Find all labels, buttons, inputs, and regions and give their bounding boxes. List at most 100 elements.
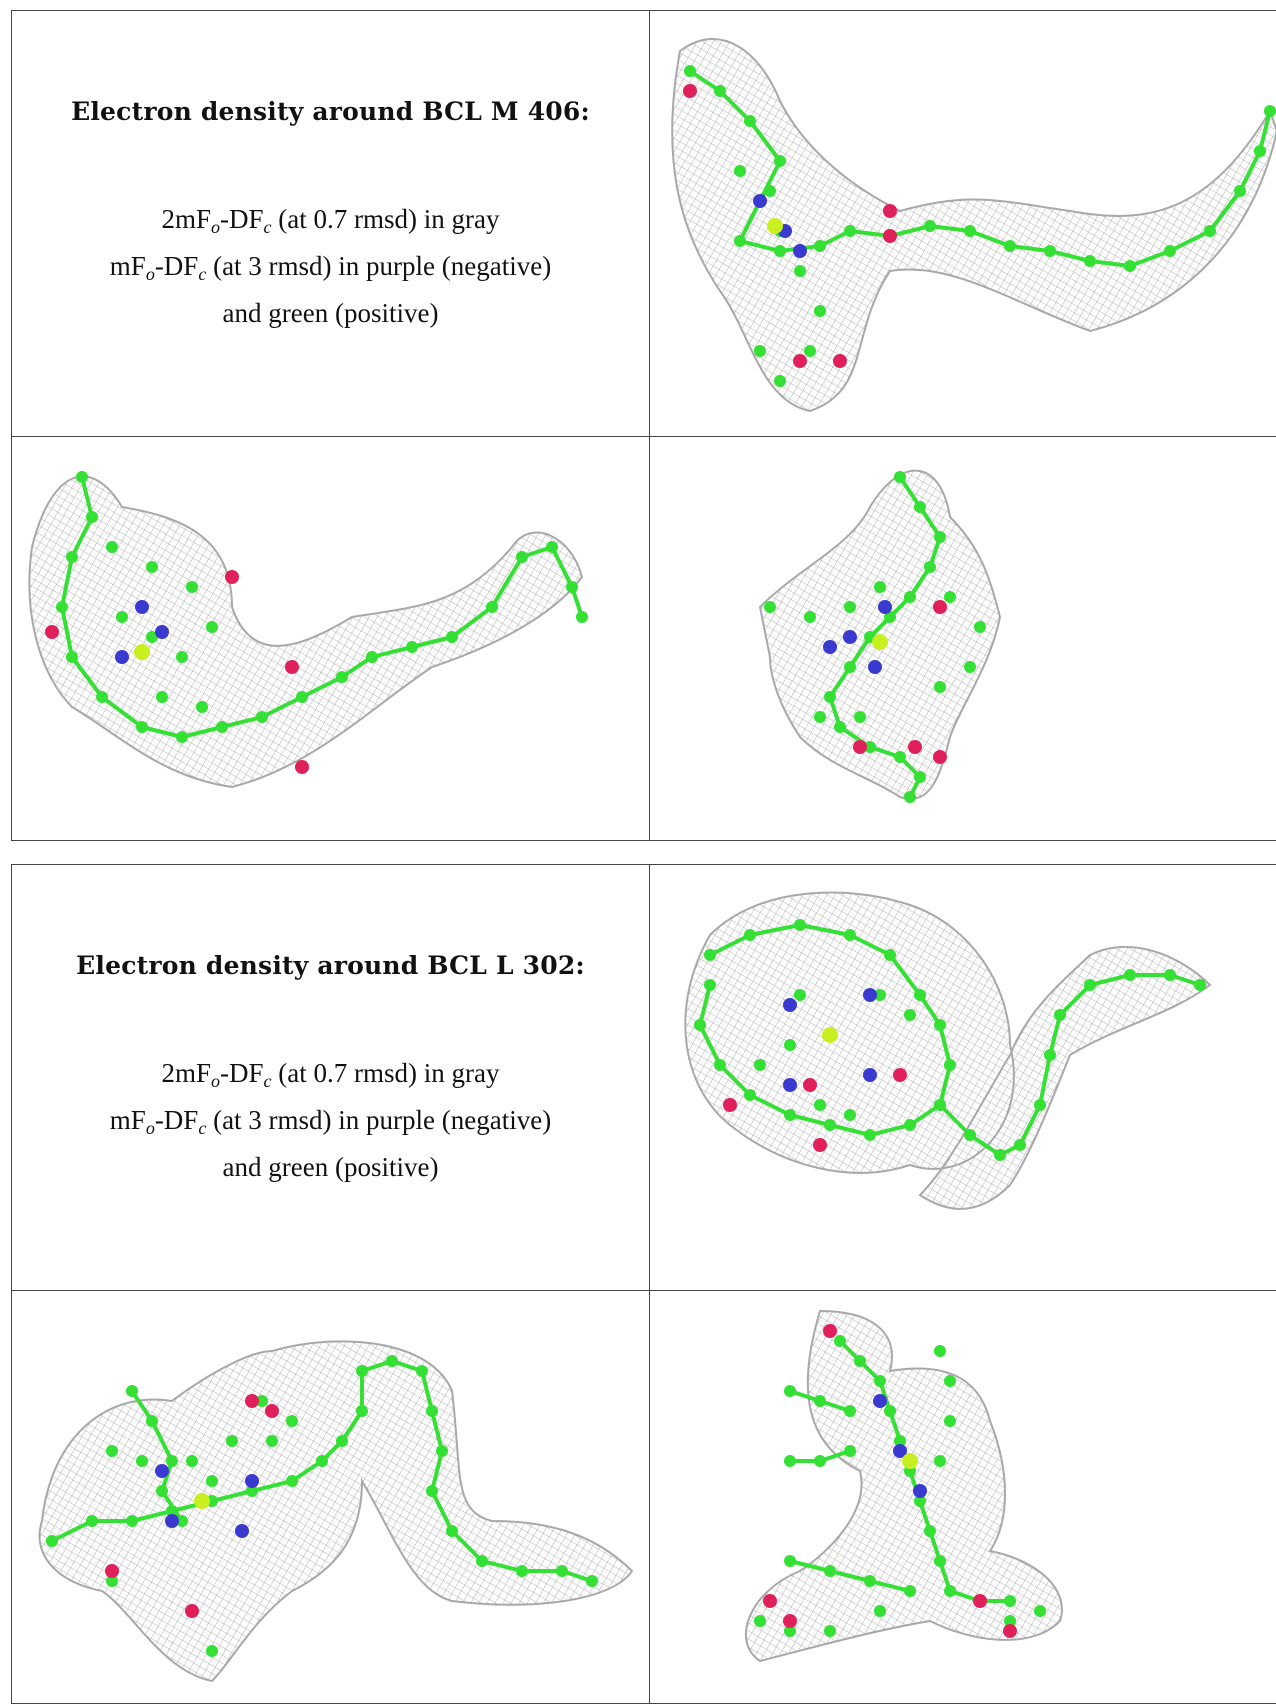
carbon-atom (576, 611, 588, 623)
density-map-image (758, 469, 1002, 803)
nitrogen-atom (783, 998, 797, 1012)
carbon-atom (894, 751, 906, 763)
oxygen-atom (185, 1604, 199, 1618)
carbon-atom (446, 631, 458, 643)
carbon-atom (146, 1415, 158, 1427)
nitrogen-atom (793, 244, 807, 258)
carbon-atom (734, 165, 746, 177)
oxygen-atom (853, 740, 867, 754)
carbon-atom (256, 1395, 268, 1407)
carbon-atom (824, 1119, 836, 1131)
oxygen-atom (933, 750, 947, 764)
carbon-atom (894, 1435, 906, 1447)
carbon-atom (774, 245, 786, 257)
carbon-atom (934, 1455, 946, 1467)
oxygen-atom (723, 1098, 737, 1112)
carbon-atom (934, 1555, 946, 1567)
carbon-atom (76, 471, 88, 483)
carbon-atom (824, 1625, 836, 1637)
panel-bcl-m406-view-1 (650, 11, 1276, 436)
carbon-atom (586, 1575, 598, 1587)
carbon-atom (904, 1585, 916, 1597)
carbon-atom (96, 691, 108, 703)
carbon-atom (546, 541, 558, 553)
carbon-atom (116, 611, 128, 623)
carbon-atom (844, 1405, 856, 1417)
carbon-atom (944, 1415, 956, 1427)
carbon-atom (924, 220, 936, 232)
carbon-atom (904, 591, 916, 603)
oxygen-atom (1003, 1624, 1017, 1638)
carbon-atom (824, 1565, 836, 1577)
carbon-atom (884, 611, 896, 623)
carbon-atom (884, 1405, 896, 1417)
carbon-atom (914, 1495, 926, 1507)
carbon-atom (964, 225, 976, 237)
carbon-atom (834, 721, 846, 733)
carbon-atom (66, 651, 78, 663)
carbon-atom (1264, 105, 1276, 117)
desc-line-3: and green (positive) (222, 1152, 439, 1182)
carbon-atom (86, 1515, 98, 1527)
carbon-atom (824, 691, 836, 703)
nitrogen-atom (155, 625, 169, 639)
carbon-atom (516, 551, 528, 563)
density-mesh (671, 38, 1276, 413)
bcl-l302-table: Electron density around BCL L 302: 2mFo-… (11, 864, 1276, 1704)
carbon-atom (1034, 1605, 1046, 1617)
carbon-atom (794, 265, 806, 277)
carbon-atom (694, 1019, 706, 1031)
carbon-atom (516, 1565, 528, 1577)
carbon-atom (944, 1059, 956, 1071)
density-mesh (38, 1340, 634, 1683)
carbon-atom (844, 225, 856, 237)
carbon-atom (744, 929, 756, 941)
oxygen-atom (833, 354, 847, 368)
carbon-atom (126, 1385, 138, 1397)
carbon-atom (186, 1455, 198, 1467)
oxygen-atom (883, 229, 897, 243)
carbon-atom (704, 979, 716, 991)
carbon-atom (794, 919, 806, 931)
carbon-atom (1234, 185, 1246, 197)
density-map-image (671, 38, 1276, 413)
oxygen-atom (813, 1138, 827, 1152)
carbon-atom (874, 1375, 886, 1387)
carbon-atom (1124, 969, 1136, 981)
carbon-atom (1004, 1595, 1016, 1607)
carbon-atom (934, 1019, 946, 1031)
oxygen-atom (683, 84, 697, 98)
carbon-atom (226, 1435, 238, 1447)
oxygen-atom (225, 570, 239, 584)
carbon-atom (854, 711, 866, 723)
carbon-atom (66, 551, 78, 563)
carbon-atom (854, 1355, 866, 1367)
carbon-atom (176, 651, 188, 663)
bcl-m406-caption: Electron density around BCL M 406: 2mFo-… (12, 11, 649, 436)
panel-bcl-l302-view-2 (12, 1291, 649, 1704)
desc-line-2: mFo-DFc (at 3 rmsd) in purple (negative) (109, 251, 552, 284)
carbon-atom (964, 1129, 976, 1141)
bcl-l302-caption: Electron density around BCL L 302: 2mFo-… (12, 865, 649, 1290)
oxygen-atom (265, 1404, 279, 1418)
desc-line-2: mFo-DFc (at 3 rmsd) in purple (negative) (109, 1105, 552, 1138)
carbon-atom (914, 771, 926, 783)
carbon-atom (176, 731, 188, 743)
carbon-atom (426, 1405, 438, 1417)
carbon-atom (486, 601, 498, 613)
carbon-atom (156, 1485, 168, 1497)
carbon-atom (864, 741, 876, 753)
carbon-atom (684, 65, 696, 77)
carbon-atom (1194, 979, 1206, 991)
carbon-atom (126, 1515, 138, 1527)
carbon-atom (704, 949, 716, 961)
oxygen-atom (908, 740, 922, 754)
oxygen-atom (823, 1324, 837, 1338)
carbon-atom (266, 1435, 278, 1447)
carbon-atom (1034, 1099, 1046, 1111)
carbon-atom (964, 661, 976, 673)
nitrogen-atom (863, 988, 877, 1002)
carbon-atom (874, 989, 886, 1001)
carbon-atom (794, 989, 806, 1001)
nitrogen-atom (868, 660, 882, 674)
